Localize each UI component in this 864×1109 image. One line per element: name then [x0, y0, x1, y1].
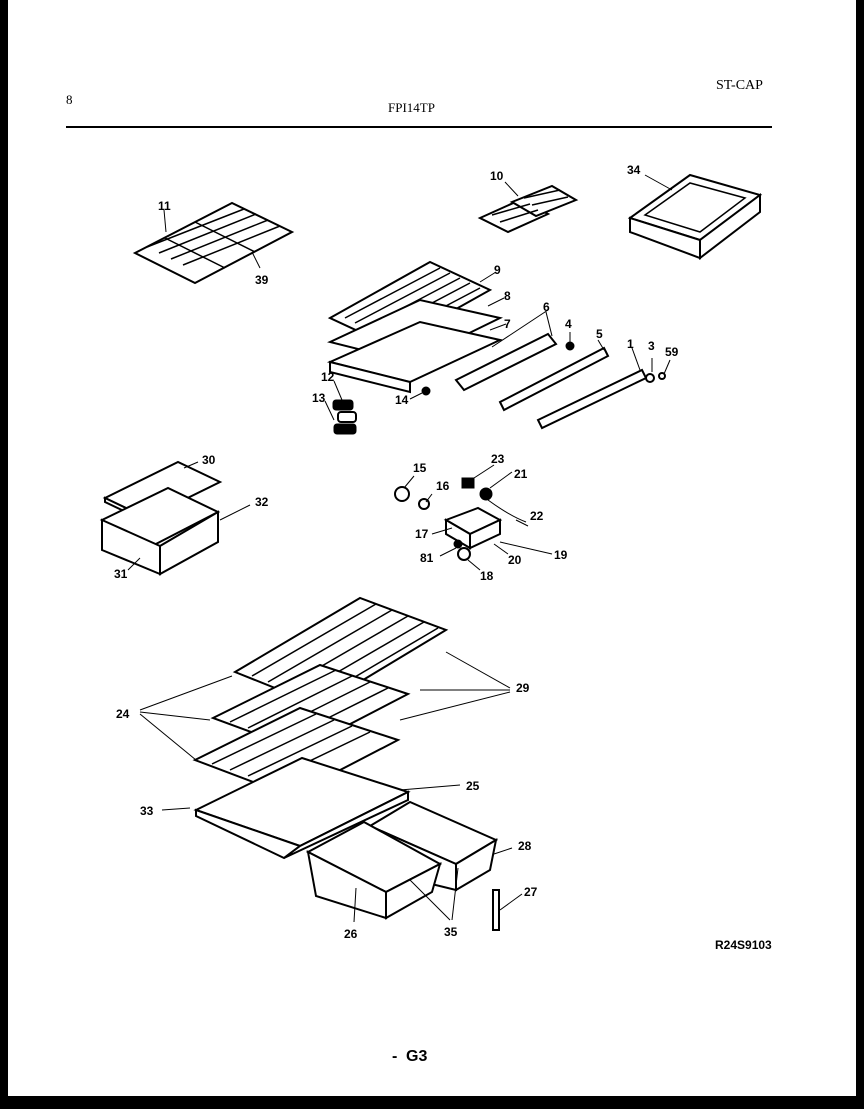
callout-6: 6: [543, 300, 550, 314]
callout-4: 4: [565, 317, 572, 331]
callout-14: 14: [395, 393, 409, 407]
ice-trays: [477, 181, 579, 234]
sheet-mark: 8: [66, 92, 73, 107]
callout-17: 17: [415, 527, 429, 541]
page-dash: -: [392, 1048, 398, 1065]
callout-81: 81: [420, 551, 434, 565]
callout-10: 10: [490, 169, 504, 183]
callout-59: 59: [665, 345, 679, 359]
freezer-wire-shelf: [132, 201, 295, 285]
section-code: ST-CAP: [716, 78, 763, 93]
callout-35: 35: [444, 925, 458, 939]
callout-23: 23: [491, 452, 505, 466]
crisper-cover-frame: [161, 756, 461, 860]
callout-9: 9: [494, 263, 501, 277]
control-assembly: [394, 464, 553, 571]
callout-28: 28: [518, 839, 532, 853]
callout-26: 26: [344, 927, 358, 941]
callout-7: 7: [504, 317, 511, 331]
page-number: G3: [406, 1048, 428, 1065]
meat-keeper: [99, 460, 251, 576]
callout-30: 30: [202, 453, 216, 467]
crisper-drawers: [305, 800, 513, 923]
reference-code: R24S9103: [715, 938, 772, 952]
callout-27: 27: [524, 885, 538, 899]
header-rule: [66, 126, 772, 128]
callout-19: 19: [554, 548, 568, 562]
callout-11: 11: [158, 199, 171, 213]
callout-5: 5: [596, 327, 603, 341]
callout-25: 25: [466, 779, 480, 793]
callout-18: 18: [480, 569, 494, 583]
callout-39: 39: [255, 273, 269, 287]
callout-31: 31: [114, 567, 128, 581]
callout-13: 13: [312, 391, 326, 405]
callout-20: 20: [508, 553, 522, 567]
drawer-handle: [492, 889, 523, 931]
callout-15: 15: [413, 461, 427, 475]
callout-29: 29: [516, 681, 530, 695]
shelf-rails: [454, 311, 671, 430]
model-number: FPI14TP: [388, 100, 435, 115]
crisper-cover-assembly: [326, 260, 549, 394]
callout-12: 12: [321, 370, 335, 384]
callout-3: 3: [648, 339, 655, 353]
door-bin: [627, 173, 763, 261]
callout-8: 8: [504, 289, 511, 303]
callout-24: 24: [116, 707, 130, 721]
callout-16: 16: [436, 479, 450, 493]
fresh-food-shelves: [139, 596, 511, 798]
callout-32: 32: [255, 495, 269, 509]
callout-33: 33: [140, 804, 154, 818]
callout-34: 34: [627, 163, 641, 177]
callout-22: 22: [530, 509, 544, 523]
callout-1: 1: [627, 337, 634, 351]
callout-21: 21: [514, 467, 528, 481]
small-hardware-left: [324, 380, 431, 435]
